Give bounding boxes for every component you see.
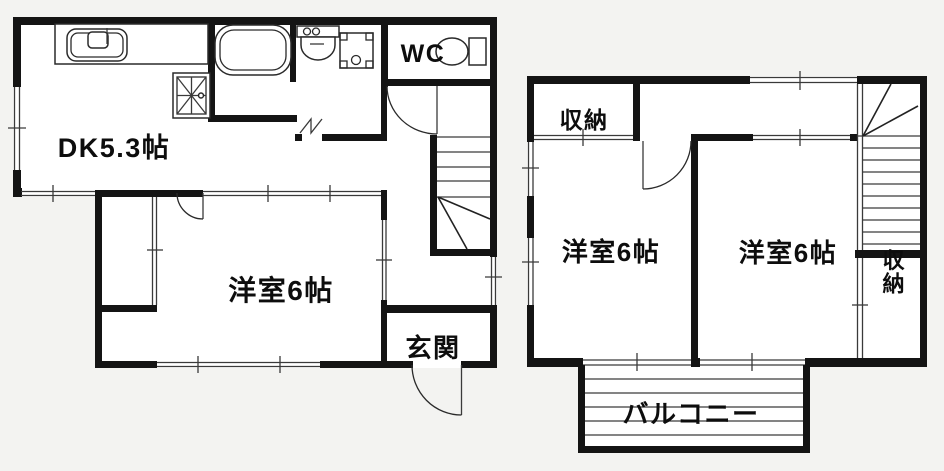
entrance-door-arc bbox=[411, 364, 462, 416]
balcony-area bbox=[578, 365, 810, 453]
windows-1f bbox=[8, 87, 502, 373]
floor2-area bbox=[527, 76, 927, 367]
washing-machine-icon bbox=[339, 32, 374, 69]
bedroom-door-arc bbox=[642, 140, 692, 190]
washbasin-icon bbox=[296, 25, 340, 61]
label-wc: WC bbox=[401, 40, 446, 68]
walls-1f-exterior bbox=[13, 17, 497, 368]
label-bedroom-2f-right: 洋室6帖 bbox=[739, 238, 837, 268]
door-arcs-2f bbox=[642, 140, 692, 190]
balcony-railing bbox=[578, 365, 810, 453]
kitchen-counter-icon bbox=[54, 23, 209, 65]
stove-icon bbox=[172, 72, 211, 119]
toilet-icon bbox=[435, 37, 487, 66]
walls-2f-interior bbox=[534, 76, 927, 365]
second-floor-plan: 収納 洋室6帖 洋室6帖 収納 バルコニー bbox=[522, 71, 927, 453]
label-closet-right: 収納 bbox=[880, 249, 905, 296]
door-arcs-1f bbox=[176, 85, 463, 416]
label-dk: DK5.3帖 bbox=[58, 133, 171, 163]
wc-door-arc bbox=[386, 85, 438, 135]
windows-2f bbox=[522, 71, 857, 371]
label-closet-top: 収納 bbox=[560, 107, 609, 133]
label-bedroom-2f-left: 洋室6帖 bbox=[562, 237, 660, 267]
folding-door-icon bbox=[299, 117, 323, 135]
stairs-1f-icon bbox=[437, 136, 491, 250]
first-floor-plan: DK5.3帖 WC 洋室6帖 玄関 bbox=[8, 17, 502, 416]
faucet-icon bbox=[87, 31, 109, 49]
label-entrance: 玄関 bbox=[405, 333, 460, 363]
label-bedroom-1f: 洋室6帖 bbox=[228, 274, 334, 306]
walls-1f-interior bbox=[95, 17, 497, 368]
stairs-2f-icon bbox=[857, 83, 920, 245]
label-balcony: バルコニー bbox=[623, 399, 760, 429]
dk-door-arc bbox=[176, 192, 204, 220]
bathtub-icon bbox=[214, 24, 292, 76]
